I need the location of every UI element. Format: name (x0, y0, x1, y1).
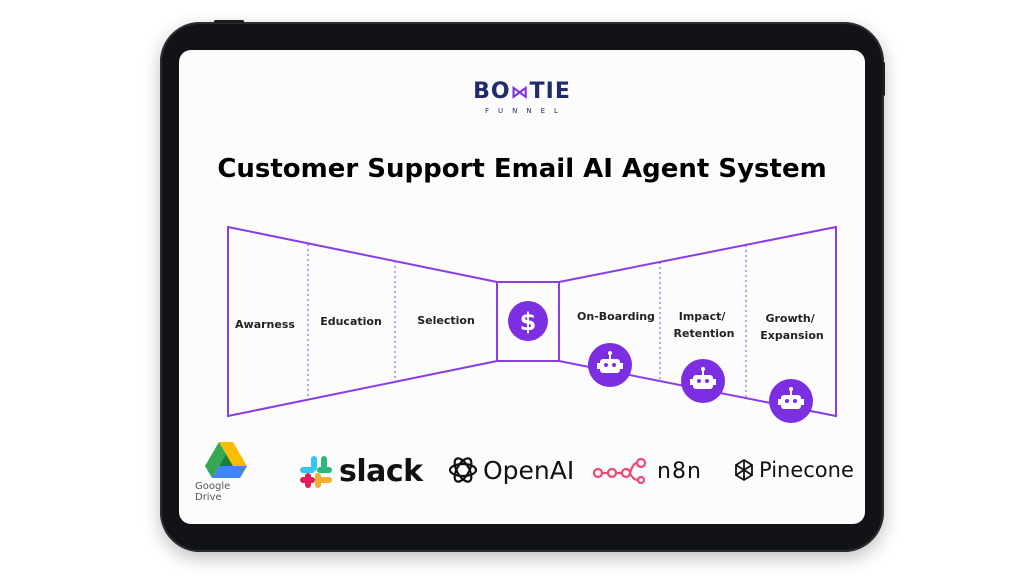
funnel-right-shape (558, 225, 837, 418)
bowtie-icon: ⋈ (510, 82, 530, 103)
pinecone-label: Pinecone (759, 458, 854, 482)
bowtie-funnel-diagram: Awarness Education Selection $ On-Boardi… (227, 225, 837, 423)
stage-growth-expansion: Growth/ Expansion (760, 312, 823, 342)
google-drive-label: Google Drive (195, 481, 231, 503)
dollar-symbol: $ (520, 308, 537, 336)
stage-selection: Selection (417, 314, 475, 327)
page-title: Customer Support Email AI Agent System (217, 154, 827, 184)
stage-awarness: Awarness (235, 318, 295, 331)
pinecone-logo: Pinecone (733, 458, 854, 482)
n8n-icon (593, 458, 647, 484)
dollar-coin-icon (508, 301, 548, 341)
stage-education: Education (320, 315, 382, 328)
integration-logos: Google Drive slack (179, 50, 865, 524)
slack-icon (300, 455, 332, 488)
ai-robot-icon-1 (588, 343, 632, 387)
n8n-logo: n8n (593, 458, 702, 484)
brand-name-left: BO (473, 79, 511, 104)
brand-logo: BO⋈TIE FUNNEL (179, 79, 865, 116)
tablet-side-button (882, 62, 885, 96)
brand-subtitle: FUNNEL (485, 107, 567, 115)
stage-impact-retention: Impact/ Retention (674, 310, 735, 340)
ai-robot-icon-2 (681, 359, 725, 403)
google-drive-icon (205, 442, 247, 478)
brand-name-right: TIE (529, 79, 571, 104)
slack-label: slack (339, 454, 423, 489)
openai-logo: OpenAI (447, 454, 574, 486)
ai-robot-icon-3 (769, 379, 813, 423)
tablet-volume-button (214, 20, 244, 23)
openai-label: OpenAI (483, 455, 575, 485)
n8n-label: n8n (657, 458, 702, 484)
openai-icon (448, 457, 478, 483)
pinecone-icon (735, 458, 753, 482)
slack-logo: slack (299, 454, 423, 489)
google-drive-logo: Google Drive (195, 442, 257, 503)
screen: BO⋈TIE FUNNEL Customer Support Email AI … (179, 50, 865, 524)
stage-onboarding: On-Boarding (577, 310, 655, 323)
